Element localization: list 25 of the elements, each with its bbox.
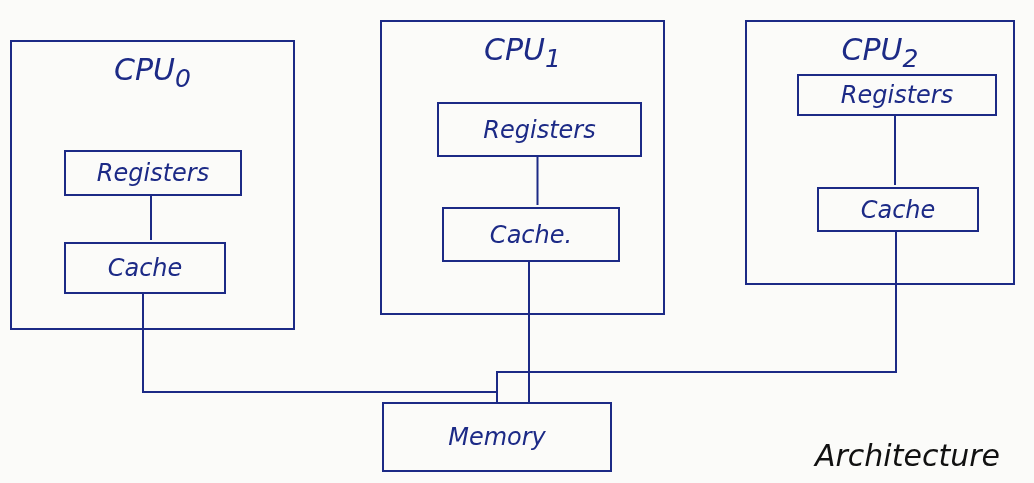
cpu-box — [745, 20, 1015, 285]
component-box — [64, 242, 226, 294]
component-label: Registers — [96, 159, 210, 187]
component-box — [817, 187, 979, 232]
connector-line — [894, 113, 896, 186]
component-box — [382, 402, 612, 472]
connector-line — [150, 193, 152, 241]
connector-line — [536, 154, 539, 206]
component-box — [442, 207, 620, 262]
cpu-box — [380, 20, 665, 315]
component-box — [437, 102, 642, 157]
cpu-title: CPU$_{1}$ — [484, 32, 561, 73]
component-label: Memory — [448, 423, 546, 451]
component-box — [64, 150, 242, 196]
cpu-title: CPU$_{2}$ — [841, 32, 919, 73]
component-box — [797, 74, 997, 116]
cpu-title: CPU$_{0}$ — [114, 52, 191, 93]
connector-line — [528, 259, 530, 403]
component-label: Registers — [483, 115, 596, 144]
cpu-box — [10, 40, 295, 330]
component-label: Cache — [860, 195, 936, 224]
component-label: Cache. — [489, 220, 573, 249]
component-label: Cache — [107, 254, 183, 282]
caption-text: Architecture — [815, 438, 1000, 473]
component-label: Registers — [840, 81, 954, 109]
